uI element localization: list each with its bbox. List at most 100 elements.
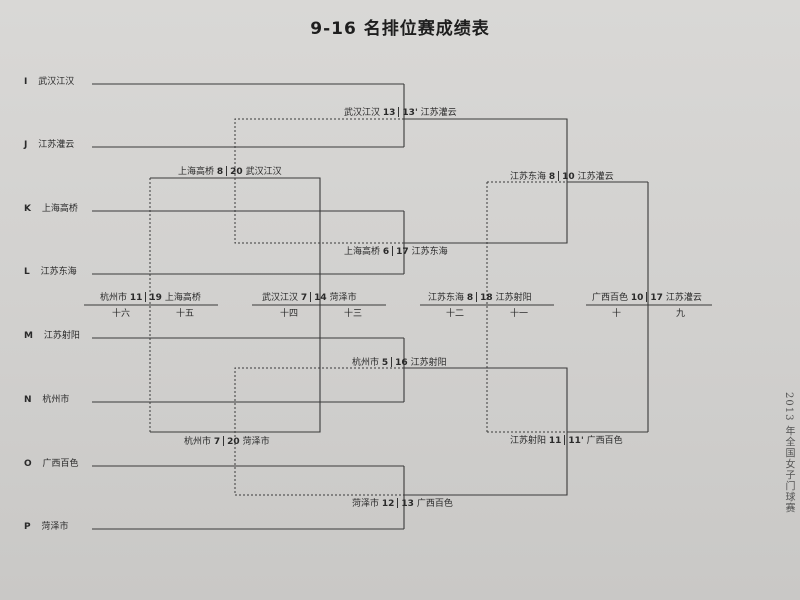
- placement-left-team: 武汉江汉: [262, 293, 299, 303]
- placement-right-score: 14: [314, 293, 327, 303]
- placement-result-1: 杭州市 11 19 上海高桥: [100, 292, 201, 304]
- match-result-5: 上海高桥 8 20 武汉江汉: [178, 166, 282, 178]
- team-letter: K: [24, 204, 31, 214]
- team-letter: J: [24, 140, 28, 150]
- placement-rank-left-1: 十六: [112, 309, 131, 319]
- placement-result-2: 武汉江汉 7 14 菏泽市: [262, 292, 357, 304]
- team-entry-m: M 江苏射阳: [24, 331, 80, 342]
- placement-right-team: 江苏射阳: [495, 293, 532, 303]
- placement-left-score: 8: [466, 293, 474, 303]
- placement-rank-left-3: 十二: [446, 309, 465, 319]
- match-right-score: 11': [568, 436, 584, 446]
- placement-rank-right-3: 十一: [510, 309, 529, 319]
- match-left-score: 7: [213, 437, 221, 447]
- placement-right-team: 菏泽市: [329, 293, 357, 303]
- match-right-team: 武汉江汉: [245, 167, 282, 177]
- side-caption: 2013 年全国女子门球赛: [783, 392, 794, 514]
- team-letter: L: [24, 267, 30, 277]
- team-name: 江苏射阳: [43, 331, 80, 341]
- team-entry-k: K 上海高桥: [24, 204, 78, 215]
- team-entry-p: P 菏泽市: [24, 522, 69, 533]
- match-result-4: 菏泽市 12 13 广西百色: [352, 498, 453, 510]
- placement-right-score: 17: [650, 293, 663, 303]
- placement-right-score: 19: [149, 293, 162, 303]
- match-result-6: 杭州市 7 20 菏泽市: [184, 436, 270, 448]
- team-entry-i: I 武汉江汉: [24, 77, 74, 88]
- match-left-team: 杭州市: [352, 358, 380, 368]
- placement-right-team: 上海高桥: [164, 293, 201, 303]
- team-name: 上海高桥: [41, 204, 78, 214]
- match-right-team: 江苏灌云: [577, 172, 614, 182]
- team-letter: M: [24, 331, 33, 341]
- placement-right-score: 18: [480, 293, 493, 303]
- match-result-2: 上海高桥 6 17 江苏东海: [344, 246, 448, 258]
- team-name: 江苏灌云: [38, 140, 75, 150]
- placement-left-score: 7: [300, 293, 308, 303]
- match-right-score: 13': [402, 108, 418, 118]
- match-right-team: 江苏射阳: [410, 358, 447, 368]
- match-left-team: 菏泽市: [352, 499, 380, 509]
- placement-rank-right-1: 十五: [176, 309, 195, 319]
- match-right-score: 13: [401, 499, 414, 509]
- placement-result-4: 广西百色 10 17 江苏灌云: [592, 292, 702, 304]
- placement-rank-left-2: 十四: [280, 309, 299, 319]
- placement-left-team: 江苏东海: [428, 293, 465, 303]
- team-entry-o: O 广西百色: [24, 459, 79, 470]
- placement-left-score: 10: [630, 293, 644, 303]
- match-right-team: 广西百色: [416, 499, 453, 509]
- match-left-score: 12: [381, 499, 395, 509]
- match-left-team: 江苏射阳: [510, 436, 547, 446]
- match-left-team: 上海高桥: [344, 247, 381, 257]
- winner-line-top: [404, 118, 568, 244]
- loser-line-top: [234, 118, 404, 244]
- team-name: 广西百色: [42, 459, 79, 469]
- team-letter: I: [24, 77, 28, 87]
- match-right-score: 20: [230, 167, 243, 177]
- team-name: 武汉江汉: [38, 77, 75, 87]
- match-result-1: 武汉江汉 13 13' 江苏灌云: [344, 107, 457, 119]
- match-right-team: 菏泽市: [242, 437, 270, 447]
- match-left-score: 6: [382, 247, 390, 257]
- match-left-team: 江苏东海: [510, 172, 547, 182]
- placement-right-team: 江苏灌云: [665, 293, 702, 303]
- page-title: 9-16 名排位赛成绩表: [310, 19, 490, 39]
- winner-line-bottom: [404, 367, 568, 496]
- team-name: 杭州市: [42, 395, 70, 405]
- placement-rank-left-4: 十: [612, 309, 622, 319]
- placement-rank-right-4: 九: [676, 309, 686, 319]
- placement-rank-right-2: 十三: [344, 309, 363, 319]
- loser-line-bottom: [234, 367, 404, 496]
- match-right-team: 江苏灌云: [420, 108, 457, 118]
- match-right-score: 10: [562, 172, 575, 182]
- match-left-team: 杭州市: [184, 437, 212, 447]
- match-left-score: 5: [381, 358, 389, 368]
- team-name: 江苏东海: [40, 267, 77, 277]
- placement-result-3: 江苏东海 8 18 江苏射阳: [428, 292, 532, 304]
- match-right-score: 16: [395, 358, 408, 368]
- team-entry-n: N 杭州市: [24, 395, 69, 406]
- team-letter: P: [24, 522, 31, 532]
- match-right-score: 17: [396, 247, 409, 257]
- team-entry-l: L 江苏东海: [24, 267, 77, 278]
- match-right-score: 20: [227, 437, 240, 447]
- placement-left-team: 杭州市: [100, 293, 128, 303]
- match-right-team: 江苏东海: [411, 247, 448, 257]
- match-result-8: 江苏射阳 11 11' 广西百色: [510, 435, 623, 447]
- match-left-score: 13: [382, 108, 396, 118]
- match-result-7: 江苏东海 8 10 江苏灌云: [510, 171, 614, 183]
- match-left-team: 武汉江汉: [344, 108, 381, 118]
- match-left-score: 8: [548, 172, 556, 182]
- team-entry-j: J 江苏灌云: [24, 140, 74, 151]
- match-right-team: 广西百色: [586, 436, 623, 446]
- match-result-3: 杭州市 5 16 江苏射阳: [352, 357, 447, 369]
- placement-left-score: 11: [129, 293, 143, 303]
- team-name: 菏泽市: [41, 522, 69, 532]
- team-letter: N: [24, 395, 32, 405]
- placement-left-team: 广西百色: [592, 293, 629, 303]
- match-left-score: 11: [548, 436, 562, 446]
- match-left-team: 上海高桥: [178, 167, 215, 177]
- team-letter: O: [24, 459, 32, 469]
- match-left-score: 8: [216, 167, 224, 177]
